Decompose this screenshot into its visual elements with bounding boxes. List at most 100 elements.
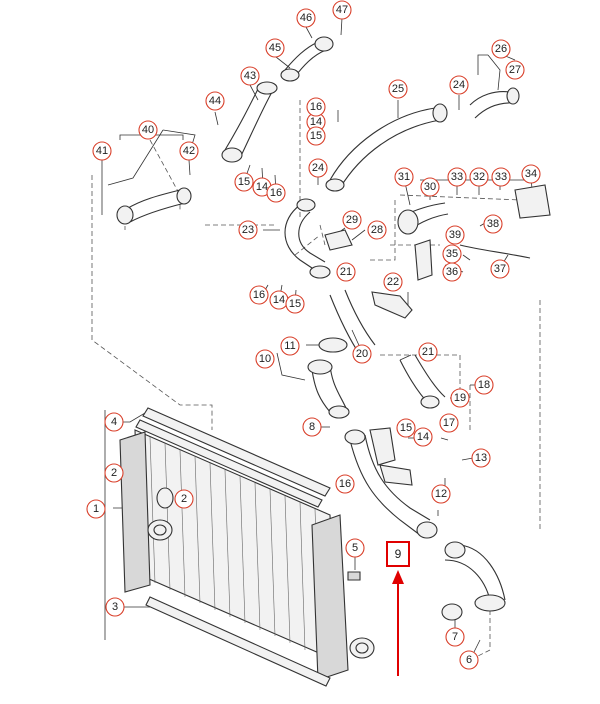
highlight-label: 9 <box>395 547 402 561</box>
callout-13: 13 <box>471 448 491 468</box>
svg-text:31: 31 <box>398 171 410 183</box>
callout-18: 18 <box>474 375 494 395</box>
callout-15: 15 <box>234 172 254 192</box>
svg-text:40: 40 <box>142 124 154 136</box>
callout-16: 16 <box>335 474 355 494</box>
callout-16: 16 <box>266 183 286 203</box>
callout-12: 12 <box>431 484 451 504</box>
svg-text:8: 8 <box>309 421 315 433</box>
callout-14: 14 <box>306 112 326 132</box>
callout-30: 30 <box>420 177 440 197</box>
callout-39: 39 <box>445 225 465 245</box>
svg-text:36: 36 <box>446 266 458 278</box>
intercooler-radiator <box>119 407 375 687</box>
svg-text:15: 15 <box>289 298 301 310</box>
callout-46: 46 <box>296 8 316 28</box>
callout-21: 21 <box>336 262 356 282</box>
svg-text:33: 33 <box>451 171 463 183</box>
callout-10: 10 <box>255 349 275 369</box>
callout-2: 2 <box>174 489 194 509</box>
svg-text:18: 18 <box>478 379 490 391</box>
callout-14: 14 <box>252 177 272 197</box>
svg-text:6: 6 <box>466 654 472 666</box>
callout-33: 33 <box>491 167 511 187</box>
callout-8: 8 <box>302 417 322 437</box>
svg-text:2: 2 <box>181 493 187 505</box>
callout-21: 21 <box>418 342 438 362</box>
svg-text:41: 41 <box>96 145 108 157</box>
svg-text:25: 25 <box>392 83 404 95</box>
svg-text:16: 16 <box>339 478 351 490</box>
svg-text:13: 13 <box>475 452 487 464</box>
svg-text:2: 2 <box>111 467 117 479</box>
callout-16: 16 <box>306 97 326 117</box>
svg-text:42: 42 <box>183 145 195 157</box>
callout-1: 1 <box>86 499 106 519</box>
callout-33: 33 <box>447 167 467 187</box>
highlight-arrowhead <box>392 570 404 584</box>
svg-text:21: 21 <box>422 346 434 358</box>
callout-22: 22 <box>383 272 403 292</box>
svg-text:44: 44 <box>209 95 221 107</box>
callout-26: 26 <box>491 39 511 59</box>
svg-text:16: 16 <box>310 101 322 113</box>
svg-text:23: 23 <box>242 224 254 236</box>
callout-7: 7 <box>445 627 465 647</box>
callout-43: 43 <box>240 66 260 86</box>
callout-15: 15 <box>285 294 305 314</box>
svg-text:7: 7 <box>452 631 458 643</box>
callout-47: 47 <box>332 0 352 20</box>
callout-35: 35 <box>442 244 462 264</box>
svg-text:11: 11 <box>284 340 295 352</box>
svg-text:20: 20 <box>356 348 368 360</box>
callout-15: 15 <box>396 418 416 438</box>
svg-text:1: 1 <box>93 503 99 515</box>
svg-text:15: 15 <box>310 130 322 142</box>
callout-29: 29 <box>342 210 362 230</box>
svg-text:14: 14 <box>417 431 429 443</box>
callout-14: 14 <box>269 290 289 310</box>
callout-6: 6 <box>459 650 479 670</box>
callout-19: 19 <box>450 388 470 408</box>
callout-16: 16 <box>249 285 269 305</box>
callout-37: 37 <box>490 259 510 279</box>
svg-text:47: 47 <box>336 4 348 16</box>
svg-text:15: 15 <box>400 422 412 434</box>
svg-text:30: 30 <box>424 181 436 193</box>
svg-text:22: 22 <box>387 276 399 288</box>
svg-text:21: 21 <box>340 266 352 278</box>
svg-text:10: 10 <box>259 353 271 365</box>
svg-text:14: 14 <box>310 116 322 128</box>
svg-text:4: 4 <box>111 416 117 428</box>
callout-36: 36 <box>442 262 462 282</box>
svg-text:14: 14 <box>256 181 268 193</box>
callout-4: 4 <box>104 412 124 432</box>
svg-text:14: 14 <box>273 294 285 306</box>
callout-42: 42 <box>179 141 199 161</box>
callout-32: 32 <box>469 167 489 187</box>
svg-text:27: 27 <box>509 64 521 76</box>
svg-text:43: 43 <box>244 70 256 82</box>
svg-text:29: 29 <box>346 214 358 226</box>
callout-44: 44 <box>205 91 225 111</box>
svg-text:34: 34 <box>525 168 537 180</box>
callout-41: 41 <box>92 141 112 161</box>
svg-text:24: 24 <box>312 162 324 174</box>
svg-text:3: 3 <box>112 601 118 613</box>
svg-text:16: 16 <box>270 187 282 199</box>
callout-31: 31 <box>394 167 414 187</box>
callout-24: 24 <box>449 75 469 95</box>
svg-text:24: 24 <box>453 79 465 91</box>
callout-34: 34 <box>521 164 541 184</box>
callout-23: 23 <box>238 220 258 240</box>
callout-25: 25 <box>388 79 408 99</box>
callout-11: 11 <box>280 336 300 356</box>
svg-text:19: 19 <box>454 392 466 404</box>
svg-text:46: 46 <box>300 12 312 24</box>
callout-17: 17 <box>439 413 459 433</box>
svg-text:35: 35 <box>446 248 458 260</box>
svg-text:17: 17 <box>443 417 455 429</box>
svg-text:37: 37 <box>494 263 506 275</box>
svg-text:39: 39 <box>449 229 461 241</box>
